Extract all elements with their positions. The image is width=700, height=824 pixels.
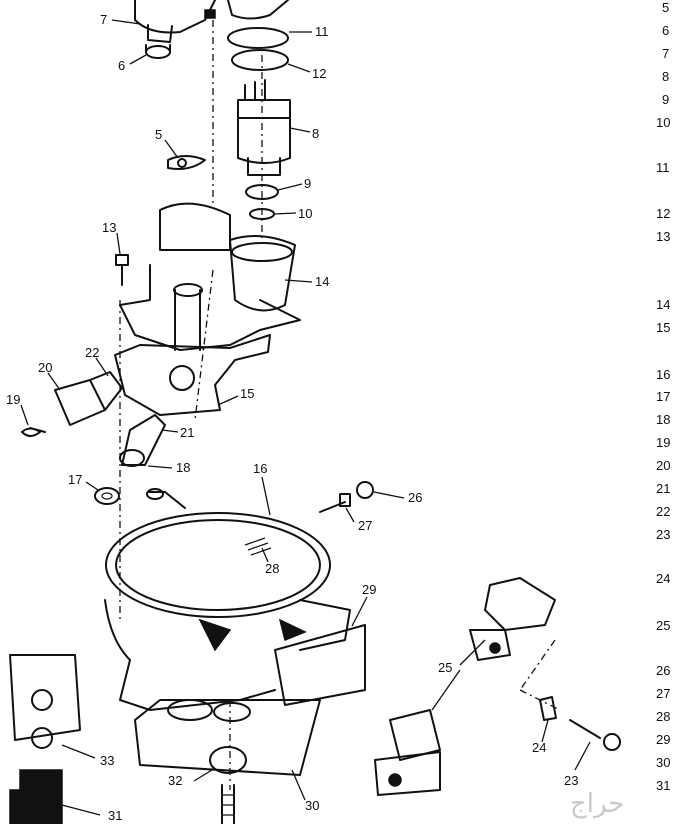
index-item: 12 [656, 206, 670, 221]
screw-13 [115, 254, 129, 286]
callout-29: 29 [362, 582, 376, 597]
callout-8: 8 [312, 126, 319, 141]
fuel-meter-cover [134, 0, 289, 43]
screw-23 [569, 719, 621, 751]
o-rings-11-12 [227, 27, 289, 71]
index-item: 21 [656, 481, 670, 496]
washer-17 [94, 487, 120, 505]
callout-28: 28 [265, 561, 279, 576]
index-item: 7 [662, 46, 669, 61]
index-item: 30 [656, 755, 670, 770]
index-item: 19 [656, 435, 670, 450]
callout-26: 26 [408, 490, 422, 505]
callout-11: 11 [315, 24, 329, 39]
index-item: 26 [656, 663, 670, 678]
index-item: 23 [656, 527, 670, 542]
upper-housing [119, 202, 301, 351]
callout-9: 9 [304, 176, 311, 191]
index-item: 18 [656, 412, 670, 427]
leader-lines [20, 19, 591, 816]
index-item: 13 [656, 229, 670, 244]
gasket-15 [114, 334, 271, 416]
fitting-20 [21, 371, 123, 437]
ring-32 [209, 746, 247, 774]
index-item: 6 [662, 23, 669, 38]
callout-10: 10 [298, 206, 312, 221]
sensor-25-lower [374, 709, 441, 796]
callout-15: 15 [240, 386, 254, 401]
callout-25: 25 [438, 660, 452, 675]
index-item: 9 [662, 92, 669, 107]
callout-7: 7 [100, 12, 107, 27]
callout-6: 6 [118, 58, 125, 73]
screw-27 [319, 481, 374, 513]
callout-16: 16 [253, 461, 267, 476]
callout-30: 30 [305, 798, 319, 813]
callout-17: 17 [68, 472, 82, 487]
spring-28 [244, 537, 272, 556]
index-item: 11 [656, 160, 670, 175]
callout-20: 20 [38, 360, 52, 375]
callout-22: 22 [85, 345, 99, 360]
left-module [9, 654, 81, 824]
bottom-bolt [221, 784, 235, 824]
bracket-24 [539, 696, 557, 721]
index-item: 29 [656, 732, 670, 747]
throttle-body-base [104, 599, 366, 776]
callout-23: 23 [564, 773, 578, 788]
callout-labels: 7 6 11 12 8 9 10 5 13 14 15 22 20 19 21 … [6, 12, 578, 823]
index-item: 20 [656, 458, 670, 473]
callout-14: 14 [315, 274, 329, 289]
callout-13: 13 [102, 220, 116, 235]
callout-21: 21 [180, 425, 194, 440]
callout-19: 19 [6, 392, 20, 407]
index-item: 25 [656, 618, 670, 633]
callout-32: 32 [168, 773, 182, 788]
index-item: 24 [656, 571, 670, 586]
sensor-25-upper [469, 577, 556, 661]
callout-33: 33 [100, 753, 114, 768]
index-item: 14 [656, 297, 670, 312]
index-item: 15 [656, 320, 670, 335]
index-column: 5 6 7 8 9 10 11 12 13 14 15 16 17 18 19 … [656, 0, 670, 793]
index-item: 5 [662, 0, 669, 15]
index-item: 31 [656, 778, 670, 793]
index-item: 28 [656, 709, 670, 724]
small-fitting [146, 488, 186, 509]
part-6-fitting [145, 44, 171, 59]
callout-18: 18 [176, 460, 190, 475]
callout-27: 27 [358, 518, 372, 533]
fuel-injector-8 [237, 79, 291, 176]
large-gasket-16 [105, 512, 331, 618]
callout-24: 24 [532, 740, 546, 755]
callout-31: 31 [108, 808, 122, 823]
watermark: حراج [570, 789, 624, 819]
centerlines [119, 20, 561, 790]
callout-12: 12 [312, 66, 326, 81]
index-item: 22 [656, 504, 670, 519]
index-item: 16 [656, 367, 670, 382]
callout-5: 5 [155, 127, 162, 142]
index-item: 27 [656, 686, 670, 701]
fitting-18 [119, 414, 166, 467]
index-item: 10 [656, 115, 670, 130]
gasket-5 [167, 155, 206, 170]
index-item: 8 [662, 69, 669, 84]
index-item: 17 [656, 389, 670, 404]
